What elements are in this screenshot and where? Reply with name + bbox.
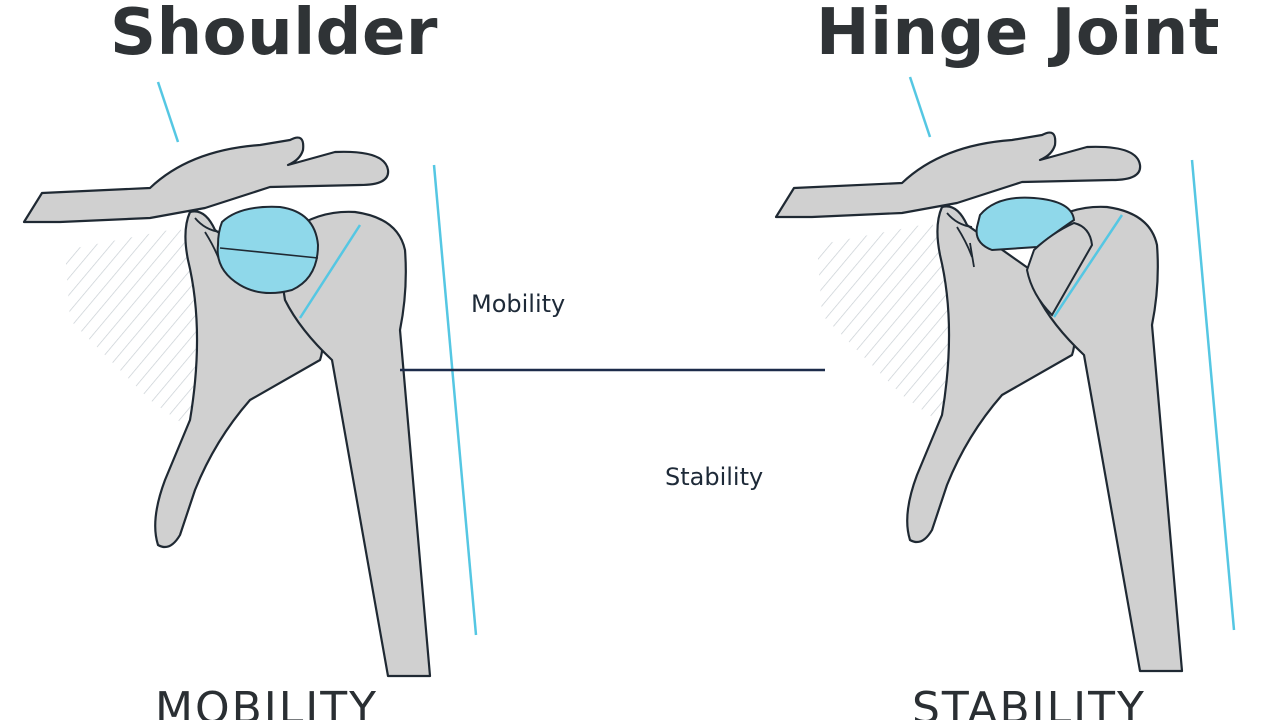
- humeral-head: [216, 205, 320, 295]
- right-hinge-figure: [774, 76, 1236, 673]
- bottom-label-stability: STABILITY: [912, 683, 1146, 720]
- stability-label: Stability: [665, 463, 764, 491]
- mobility-label: Mobility: [471, 290, 566, 318]
- bottom-label-mobility: MOBILITY: [155, 683, 379, 720]
- right-axis-line: [1190, 159, 1236, 631]
- left-shoulder-figure: [22, 81, 478, 678]
- title-shoulder: Shoulder: [110, 0, 438, 70]
- left-axis-line: [432, 164, 478, 636]
- title-hinge-joint: Hinge Joint: [816, 0, 1220, 70]
